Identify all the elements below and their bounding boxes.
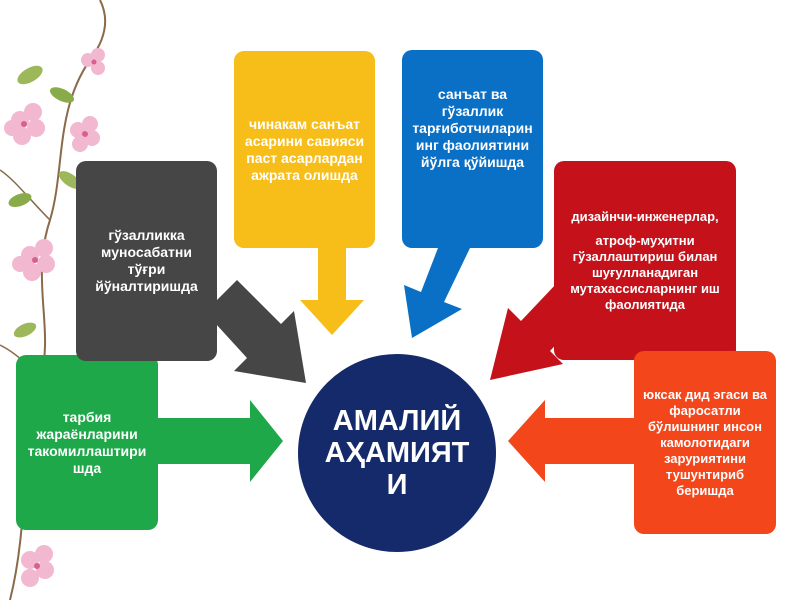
- box-true-art-distinguish: чинакам санъат асарини савияси паст асар…: [234, 51, 375, 248]
- box-yellow-text: чинакам санъат асарини савияси паст асар…: [244, 115, 365, 183]
- box-designers-engineers: дизайнчи-инженерлар, атроф-муҳитни гўзал…: [554, 161, 736, 360]
- box-art-promoters: санъат ва гўзаллик тарғиботчиларининг фа…: [402, 50, 543, 248]
- box-red-content: дизайнчи-инженерлар, атроф-муҳитни гўзал…: [560, 209, 730, 313]
- box-attitude-to-beauty: гўзалликка муносабатни тўғри йўналтиришд…: [76, 161, 217, 361]
- box-orange-text: юксак дид эгаси ва фаросатли бўлишнинг и…: [643, 386, 767, 498]
- arrow-from-orange: [508, 400, 634, 482]
- arrows: [158, 248, 634, 482]
- arrow-from-green: [158, 400, 283, 482]
- arrow-from-yellow: [300, 248, 364, 335]
- box-red-text-line1: дизайнчи-инженерлар,: [571, 208, 719, 224]
- box-upbringing-process: тарбия жараёнларини такомиллаштиришда: [16, 355, 158, 530]
- arrow-from-blue: [404, 248, 470, 338]
- box-red-text-line2: атроф-муҳитни гўзаллаштириш билан шуғулл…: [570, 232, 720, 312]
- floral-branch-decoration: [0, 0, 107, 600]
- hub-label: АМАЛИЙ АҲАМИЯТИ: [324, 405, 470, 501]
- box-green-text: тарбия жараёнларини такомиллаштиришда: [27, 408, 147, 476]
- arrow-from-gray: [205, 280, 306, 383]
- central-hub: АМАЛИЙ АҲАМИЯТИ: [298, 354, 496, 552]
- box-blue-text: санъат ва гўзаллик тарғиботчиларининг фа…: [412, 86, 533, 170]
- box-refined-taste: юксак дид эгаси ва фаросатли бўлишнинг и…: [634, 351, 776, 534]
- box-gray-text: гўзалликка муносабатни тўғри йўналтиришд…: [95, 227, 198, 294]
